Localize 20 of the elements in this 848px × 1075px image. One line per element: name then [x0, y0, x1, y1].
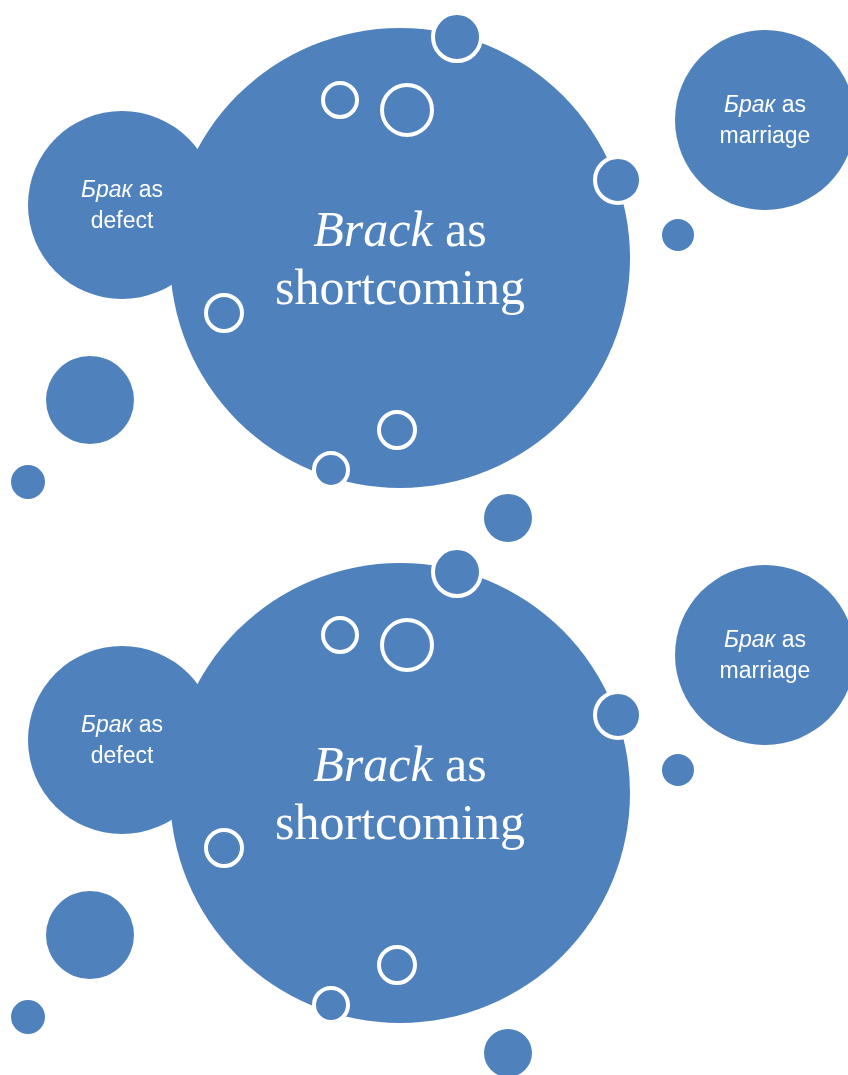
ring-circle — [380, 83, 434, 137]
ring-circle — [377, 945, 417, 985]
circle-bubble — [11, 465, 45, 499]
ring-circle — [377, 410, 417, 450]
ring-circle — [321, 616, 359, 654]
ring-circle — [204, 828, 244, 868]
circle-bubble — [484, 1029, 532, 1075]
bubble-label: Брак as marriage — [718, 625, 812, 685]
ring-circle — [321, 81, 359, 119]
bubble-label: Брак as marriage — [718, 90, 812, 150]
bubble-label: Брак as defect — [79, 175, 165, 235]
circle-bubble — [662, 219, 694, 251]
ring-circle — [204, 293, 244, 333]
bubble-label: Brack as shortcoming — [274, 200, 526, 316]
circle-bubble — [662, 754, 694, 786]
circle-bubble — [484, 494, 532, 542]
ring-circle — [380, 618, 434, 672]
bubble-label: Брак as defect — [79, 710, 165, 770]
bubble-label: Brack as shortcoming — [274, 735, 526, 851]
circle-bubble — [11, 1000, 45, 1034]
